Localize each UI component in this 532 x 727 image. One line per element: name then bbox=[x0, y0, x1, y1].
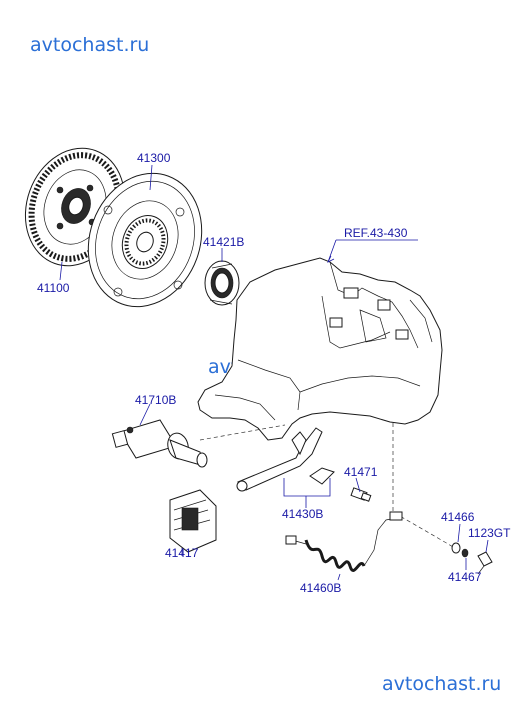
part-label-41467: 41467 bbox=[448, 570, 482, 584]
part-label-41421B: 41421B bbox=[203, 235, 244, 249]
leader-1123GT bbox=[485, 539, 489, 553]
part-label-41417: 41417 bbox=[165, 546, 199, 560]
part-label-41300: 41300 bbox=[137, 151, 171, 165]
leader-41710B bbox=[139, 403, 151, 426]
watermark-top: avtochast.ru bbox=[30, 34, 149, 56]
leader-41100 bbox=[59, 261, 63, 281]
dashed-line-bolt bbox=[392, 423, 456, 549]
part-label-41430B: 41430B bbox=[282, 507, 323, 521]
hose-drawing bbox=[285, 511, 403, 572]
transmission-housing-drawing bbox=[197, 257, 443, 441]
sensor-drawing bbox=[350, 487, 372, 502]
release-bearing-drawing bbox=[204, 260, 240, 306]
leader-41460B bbox=[337, 573, 341, 581]
boot-drawing bbox=[169, 489, 217, 553]
leader-41466 bbox=[457, 523, 461, 543]
release-fork-drawing bbox=[236, 427, 335, 492]
washer-bolt-drawing bbox=[451, 542, 493, 575]
leader-41430B bbox=[283, 478, 331, 508]
part-label-41710B: 41710B bbox=[135, 393, 176, 407]
part-label-1123GT: 1123GT bbox=[468, 526, 511, 540]
reference-arrow bbox=[327, 255, 335, 263]
dashed-line-cylinder bbox=[199, 424, 286, 441]
reference-leader bbox=[327, 239, 418, 263]
part-label-41460B: 41460B bbox=[300, 581, 341, 595]
part-label-41466: 41466 bbox=[441, 510, 475, 524]
watermark-bottom: avtochast.ru bbox=[382, 673, 501, 695]
part-label-41471: 41471 bbox=[344, 465, 378, 479]
leader-41471 bbox=[355, 477, 361, 493]
leader-41300 bbox=[149, 164, 153, 191]
pressure-plate-drawing bbox=[87, 172, 203, 308]
reference-label: REF.43-430 bbox=[344, 226, 408, 240]
part-label-41100: 41100 bbox=[37, 281, 70, 295]
release-cylinder-drawing bbox=[111, 419, 208, 468]
